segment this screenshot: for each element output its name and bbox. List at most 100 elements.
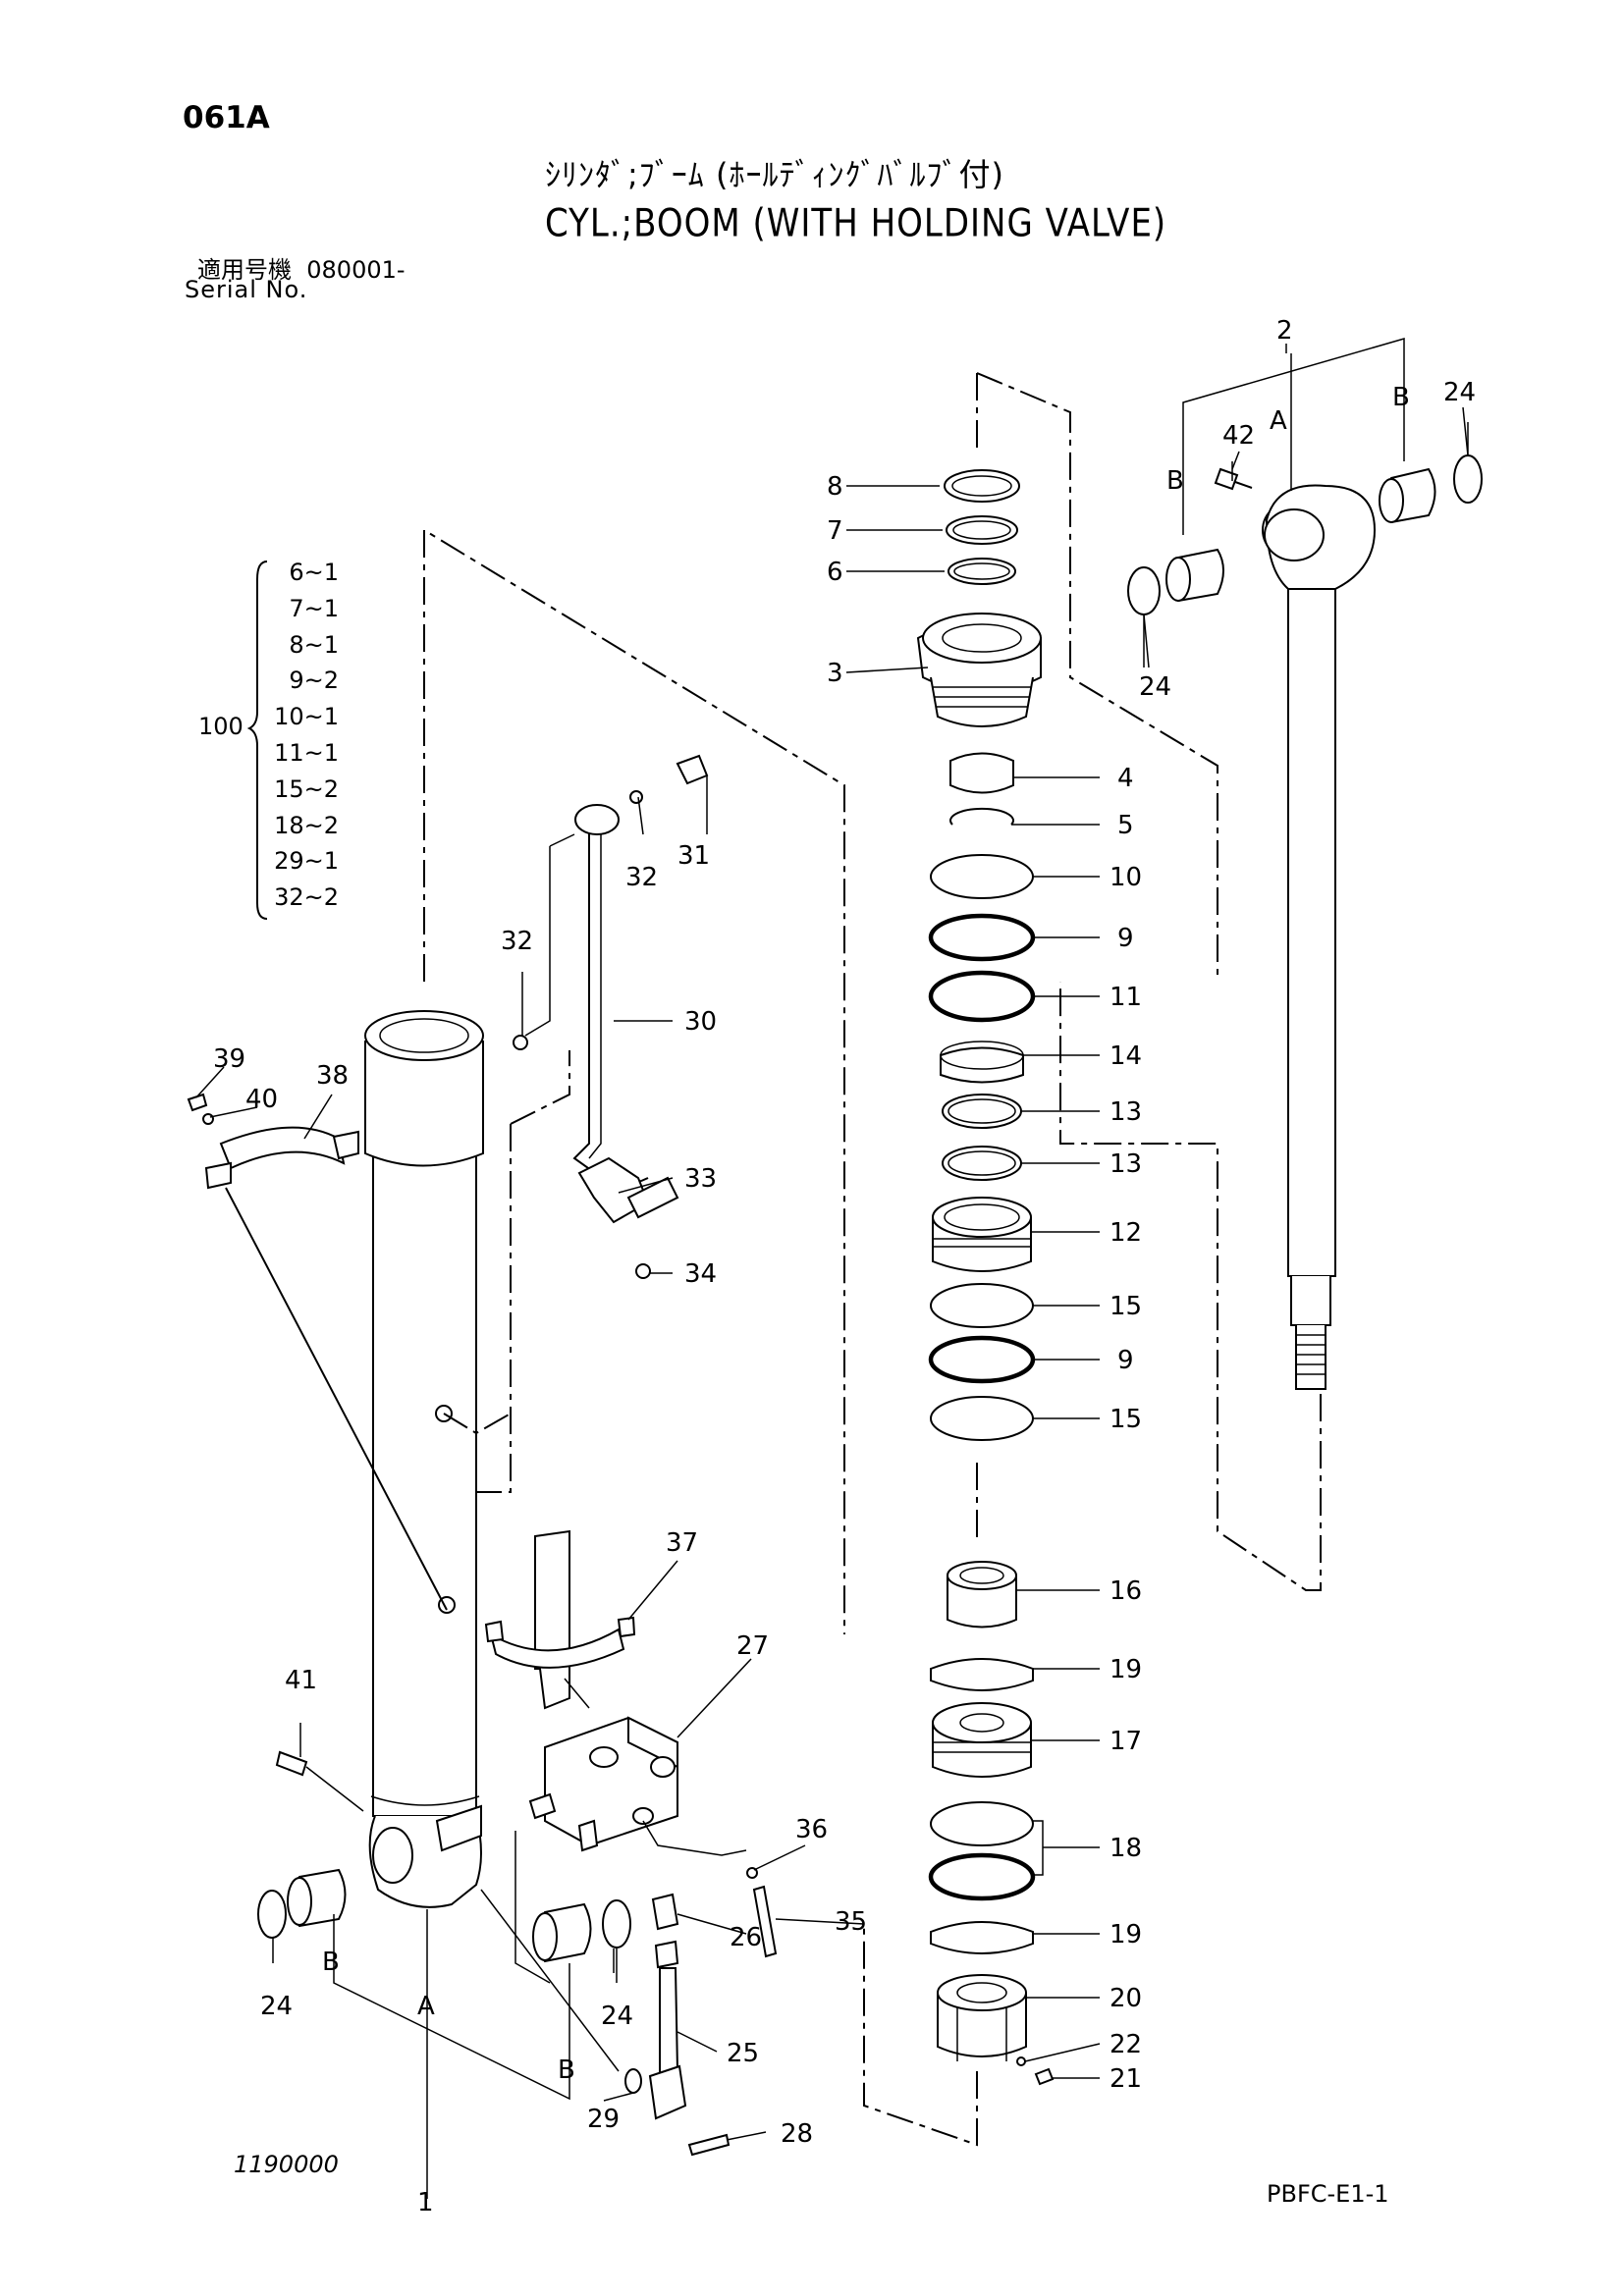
callout: 24 (1443, 378, 1476, 407)
rod-bushing-left (1165, 548, 1224, 603)
title-japanese: ｼﾘﾝﾀﾞ;ﾌﾞｰﾑ (ﾎｰﾙﾃﾞｨﾝｸﾞﾊﾞﾙﾌﾞ付) (545, 156, 1004, 193)
tube-bushing-left (287, 1868, 347, 1928)
callout: 7 (827, 516, 843, 546)
callout: 20 (1110, 1984, 1142, 2013)
tube-bushing-right (532, 1902, 592, 1963)
callout: 11 (1110, 983, 1142, 1012)
kit-item: 32~2 (274, 883, 339, 912)
kit-item: 15~2 (274, 774, 339, 803)
title-english: CYL.;BOOM (WITH HOLDING VALVE) (545, 201, 1167, 246)
callout: 39 (213, 1044, 245, 1074)
bolt-28 (687, 2133, 731, 2157)
callout: 40 (245, 1085, 278, 1114)
callout: 37 (666, 1528, 698, 1558)
kit-item: 10~1 (274, 703, 339, 731)
band-clamp-38 (204, 1126, 359, 1190)
callout: 27 (736, 1631, 769, 1661)
page-reference: PBFC-E1-1 (1267, 2180, 1389, 2208)
fitting-31 (676, 754, 709, 785)
callout: 8 (827, 472, 843, 502)
callout: 6 (827, 558, 843, 587)
callout: 24 (1139, 672, 1171, 702)
callout: 3 (827, 659, 843, 688)
callout: B (1166, 466, 1184, 496)
callout: 16 (1110, 1576, 1142, 1606)
callout: 1 (417, 2188, 434, 2217)
kit-number: 100 (198, 713, 244, 740)
washer-40 (202, 1113, 214, 1125)
kit-item: 8~1 (289, 630, 339, 659)
callout: 34 (684, 1259, 717, 1289)
kit-item: 18~2 (274, 811, 339, 839)
callout: 17 (1110, 1727, 1142, 1756)
callout: 29 (587, 2105, 620, 2134)
callout: 15 (1110, 1405, 1142, 1434)
seal-24-tube-left (257, 1890, 287, 1939)
callout: 21 (1110, 2064, 1142, 2094)
o-ring-32-top (629, 790, 643, 804)
callout: 24 (260, 1992, 293, 2021)
kit-item: 29~1 (274, 847, 339, 876)
callout: 14 (1110, 1041, 1142, 1071)
seal-24-tube-right (602, 1899, 631, 1949)
callout: 25 (727, 2039, 759, 2068)
callout: 5 (1117, 811, 1134, 840)
callout: 33 (684, 1164, 717, 1194)
callout: 2 (1276, 316, 1293, 346)
callout: B (322, 1948, 340, 1977)
callout: 38 (316, 1061, 349, 1091)
callout: 4 (1117, 764, 1134, 793)
rod-bushing-right (1379, 467, 1436, 524)
callout: 12 (1110, 1218, 1142, 1248)
callout: 18 (1110, 1834, 1142, 1863)
o-ring-32-mid (513, 1035, 528, 1050)
callout: 28 (781, 2119, 813, 2149)
grease-fitting-42 (1214, 467, 1253, 491)
callout: 35 (835, 1907, 867, 1937)
callout: 24 (601, 2002, 633, 2031)
callout: 31 (677, 841, 710, 871)
page-code: 061A (183, 100, 270, 135)
serial-value: 080001- (306, 256, 406, 284)
cylinder-tube (364, 1010, 484, 1908)
callout: 42 (1222, 421, 1255, 451)
callout: 30 (684, 1007, 717, 1037)
callout: 15 (1110, 1292, 1142, 1321)
serial-label-en: Serial No. (185, 276, 308, 303)
pipe-30 (572, 804, 679, 1279)
seal-24-rod-left (1127, 566, 1161, 615)
kit-item: 9~2 (289, 667, 339, 695)
serial-label-jp: 適用号機 (197, 256, 292, 284)
drawing-number: 1190000 (234, 2151, 339, 2178)
callout: B (1392, 383, 1410, 412)
callout: B (558, 2056, 575, 2085)
grease-fitting-41 (275, 1750, 308, 1777)
hose-25 (648, 1940, 687, 2120)
callout: 32 (625, 863, 658, 892)
callout: 19 (1110, 1655, 1142, 1684)
rod-ab-bracket (1182, 338, 1405, 535)
callout: 26 (730, 1923, 762, 1952)
callout: 10 (1110, 863, 1142, 892)
callout-labels: 2 A B B 24 42 24 8 7 6 3 4 5 10 9 11 14 … (213, 316, 1476, 2217)
serial-applicable: 適用号機 080001- (197, 250, 406, 285)
o-ring-29 (624, 2068, 642, 2094)
bracket-37 (484, 1529, 636, 1710)
seal-stack (916, 469, 1055, 2086)
leader-lines (195, 344, 1469, 2141)
kit-item: 11~1 (274, 738, 339, 767)
callout: 22 (1110, 2030, 1142, 2059)
kit-item: 6~1 (289, 559, 339, 586)
kit-items: 6~1 7~1 8~1 9~2 10~1 11~1 15~2 18~2 29~1 32~2 (270, 555, 339, 916)
kit-brace (246, 561, 268, 920)
callout: 9 (1117, 1346, 1134, 1375)
callout: 19 (1110, 1920, 1142, 1949)
callout: 9 (1117, 924, 1134, 953)
callout: 13 (1110, 1097, 1142, 1127)
callout: A (1270, 406, 1287, 436)
callout: 32 (501, 927, 533, 956)
piston-rod (1262, 484, 1377, 1390)
kit-item: 7~1 (289, 594, 339, 622)
holding-valve-27 (528, 1716, 678, 1852)
